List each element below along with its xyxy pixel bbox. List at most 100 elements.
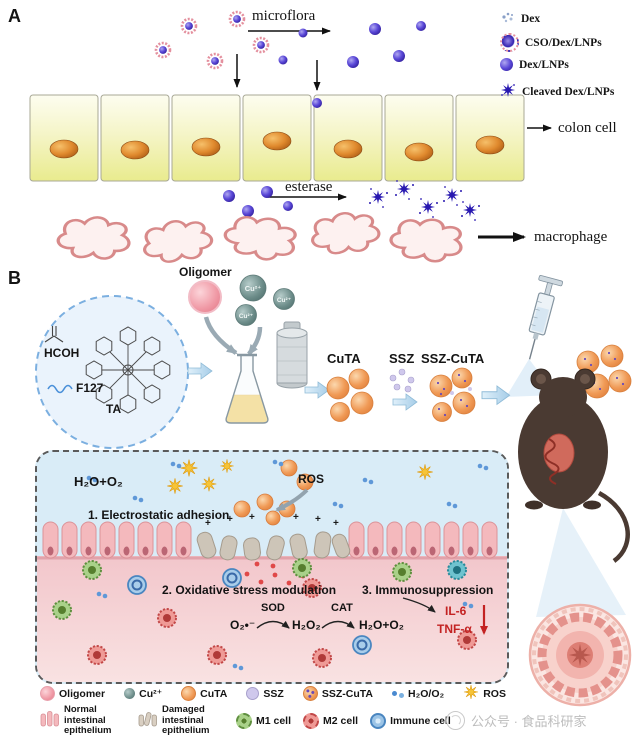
oligomer-sphere <box>188 280 222 314</box>
sod-arrow <box>256 620 290 629</box>
legend-label: Normal intestinal epithelium <box>64 704 112 737</box>
normal-epithelium-icon <box>40 711 60 731</box>
legend-item-h2o-o2: H₂O/O₂ <box>392 688 444 700</box>
legend-item-m1-cell: M1 cell <box>236 712 292 729</box>
ros-icon <box>463 684 479 703</box>
dex-lnp-icon <box>500 58 513 71</box>
microflora-label: microflora <box>252 8 316 24</box>
svg-text:+: + <box>227 514 233 525</box>
legend-label: H₂O/O₂ <box>408 687 445 700</box>
legend-item-oligomer: Oligomer <box>40 686 105 701</box>
legend-row-1: Oligomer Cu²⁺ CuTA SSZ SSZ-CuTA H₂O/O₂ R… <box>40 684 506 703</box>
esterase-label: esterase <box>285 179 333 195</box>
svg-text:+: + <box>205 518 211 529</box>
cu-label: Cu²⁺ <box>277 297 291 304</box>
watermark-text: 公众号 · 食品科研家 <box>471 714 587 729</box>
adhering-cuta-spheres <box>233 459 314 526</box>
legend-label: M1 cell <box>256 714 292 727</box>
svg-text:+: + <box>249 512 255 523</box>
legend-item-cuta: CuTA <box>181 686 227 701</box>
cso-dex-lnp-particles <box>154 10 308 70</box>
legend-label: Immune cell <box>390 714 451 727</box>
immunosuppression-arrow <box>402 597 436 613</box>
legend-item-ssz: SSZ <box>246 687 284 700</box>
watermark: 公众号 · 食品科研家 <box>446 711 587 730</box>
legend-label: Dex/LNPs <box>519 58 569 71</box>
damaged-epithelium <box>196 531 351 561</box>
ssz-particles <box>389 368 415 393</box>
normal-epithelium-right <box>348 521 498 559</box>
normal-epithelium-left <box>42 521 192 559</box>
legend-item-normal-epithelium: Normal intestinal epithelium <box>40 704 126 737</box>
h2o2-label: H₂O₂ <box>292 618 321 632</box>
hcoh-label: HCOH <box>44 346 80 360</box>
cso-dex-lnp-icon <box>500 33 519 52</box>
step2-label: 2. Oxidative stress modulation <box>162 583 337 597</box>
ssz-label: SSZ <box>389 351 415 366</box>
ssz-cuta-icon <box>302 686 318 701</box>
watermark-logo-icon <box>446 711 465 730</box>
dex-lnp-particles-below-cells <box>223 186 293 217</box>
legend-label: SSZ <box>263 687 284 700</box>
cuta-spheres <box>326 368 374 422</box>
homogenizer-icon <box>276 321 308 389</box>
legend-label: ROS <box>483 687 506 700</box>
h2o-o2-product-label: H₂O+O₂ <box>359 618 405 632</box>
hcoh-structure <box>44 326 64 343</box>
legend-label: M2 cell <box>323 714 359 727</box>
legend-label: Dex <box>521 13 541 25</box>
panel-a-illustration <box>29 10 552 265</box>
cat-arrow <box>321 620 355 629</box>
syringe-icon <box>528 275 563 360</box>
cu-icon <box>124 688 136 699</box>
panel-b-label: B <box>8 268 21 288</box>
legend-item-dex: Dex <box>500 10 540 28</box>
legend-row-2: Normal intestinal epithelium Damaged int… <box>40 704 451 737</box>
tnf-label: TNF-α <box>437 622 472 636</box>
arrow-flask-to-cuta <box>304 381 330 399</box>
legend-label: Oligomer <box>59 687 106 700</box>
cleaved-dex-lnp-icon <box>500 82 516 101</box>
arrow-cuta-to-sszcuta <box>392 393 418 411</box>
legend-item-ros: ROS <box>463 684 506 703</box>
legend-label: Cleaved Dex/LNPs <box>522 85 615 98</box>
cu-label: Cu²⁺ <box>239 313 253 320</box>
adhesion-arrow <box>275 488 309 512</box>
colon-cell-label: colon cell <box>558 120 617 136</box>
legend-item-cso-dex-lnps: CSO/Dex/LNPs <box>500 33 602 52</box>
il6-label: IL-6 <box>445 604 467 618</box>
oligomer-label: Oligomer <box>179 265 232 279</box>
cu-to-flask-arrow <box>247 326 263 356</box>
ssz-cuta-spheres <box>429 367 476 422</box>
epithelium-nuclei <box>47 546 493 556</box>
legend-label: CSO/Dex/LNPs <box>525 36 602 49</box>
macrophage-label: macrophage <box>534 229 608 245</box>
dex-icon <box>500 10 515 28</box>
svg-text:+: + <box>315 514 321 525</box>
legend-item-m2-cell: M2 cell <box>303 712 359 729</box>
superoxide-label: O₂•⁻ <box>230 618 256 632</box>
m1-cell-icon <box>236 712 252 729</box>
colon-section-illustration <box>528 603 632 707</box>
mechanism-illustration: + + + + + + + <box>37 452 507 682</box>
cuta-label: CuTA <box>327 351 361 366</box>
dex-lnp-particles <box>312 21 426 108</box>
ros-label: ROS <box>298 472 325 486</box>
legend-item-ssz-cuta: SSZ-CuTA <box>302 686 373 701</box>
legend-item-immune-cell: Immune cell <box>370 712 451 729</box>
panel-a-arrows <box>233 27 552 242</box>
cat-label: CAT <box>331 602 353 614</box>
mechanism-panel: + + + + + + + <box>35 450 509 684</box>
cuta-icon <box>181 686 197 701</box>
legend-label: CuTA <box>200 687 228 700</box>
legend-item-cu: Cu²⁺ <box>124 688 162 700</box>
ta-structure-circle <box>35 295 189 449</box>
cu-label: Cu²⁺ <box>245 284 261 293</box>
f127-label: F127 <box>76 381 104 395</box>
h2o-o2-label: H₂O+O₂ <box>74 474 123 489</box>
macrophage-cells <box>54 208 469 265</box>
step1-label: 1. Electrostatic adhesion <box>88 508 230 522</box>
legend-item-damaged-epithelium: Damaged intestinal epithelium <box>138 704 224 737</box>
legend-item-cleaved-dex-lnps: Cleaved Dex/LNPs <box>500 82 614 101</box>
